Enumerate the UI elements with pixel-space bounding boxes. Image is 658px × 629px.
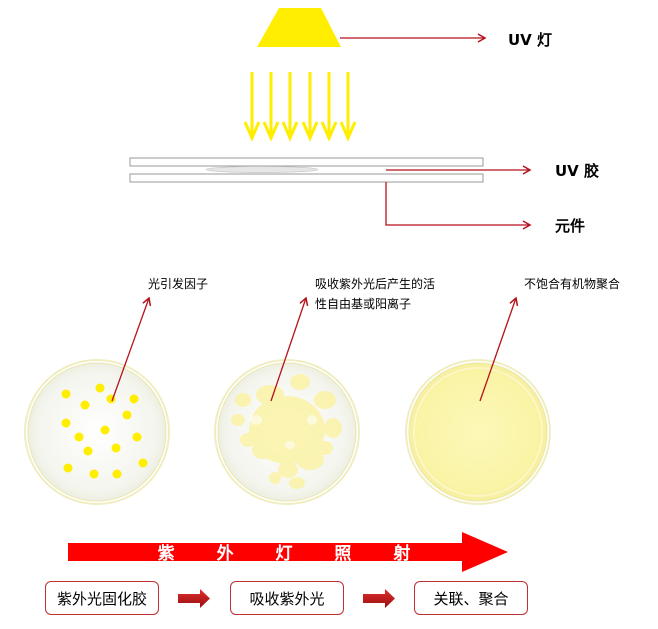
flow-step-absorb-uv: 吸收紫外光 <box>230 581 344 615</box>
uv-lamp-label: UV 灯 <box>508 31 553 49</box>
dish-active-radicals <box>214 359 360 505</box>
polymerization-label: 不饱合有机物聚合 <box>524 277 621 291</box>
polymer-pointer <box>479 296 519 402</box>
radicals-label-line2: 性自由基或阳离子 <box>315 297 412 311</box>
flow-arrow-1-icon <box>178 589 210 608</box>
flow-step-crosslink-polymerize: 关联、聚合 <box>414 581 528 615</box>
flow-arrow-2-icon <box>363 589 395 608</box>
dish-polymerized <box>405 359 551 505</box>
radicals-pointer <box>270 296 309 402</box>
component-pointer <box>385 182 532 230</box>
top-substrate-plate <box>129 157 484 167</box>
photoinitiator-pointer <box>111 296 152 402</box>
uv-lamp-icon <box>257 8 341 47</box>
bottom-component-plate <box>129 173 484 183</box>
uv-light-rays-icon <box>243 72 357 142</box>
uv-irradiation-band-text: 紫 外 灯 照 射 <box>157 543 429 564</box>
uv-glue-layer <box>205 166 319 173</box>
flow-step-uv-curing-glue: 紫外光固化胶 <box>45 581 159 615</box>
uv-irradiation-band-arrow <box>68 532 508 572</box>
radicals-label-line1: 吸收紫外光后产生的活 <box>315 277 436 291</box>
dish-photoinitiator <box>24 359 170 505</box>
uv-glue-label: UV 胶 <box>555 162 600 180</box>
photoinitiator-label: 光引发因子 <box>148 277 209 291</box>
component-label: 元件 <box>555 217 586 235</box>
